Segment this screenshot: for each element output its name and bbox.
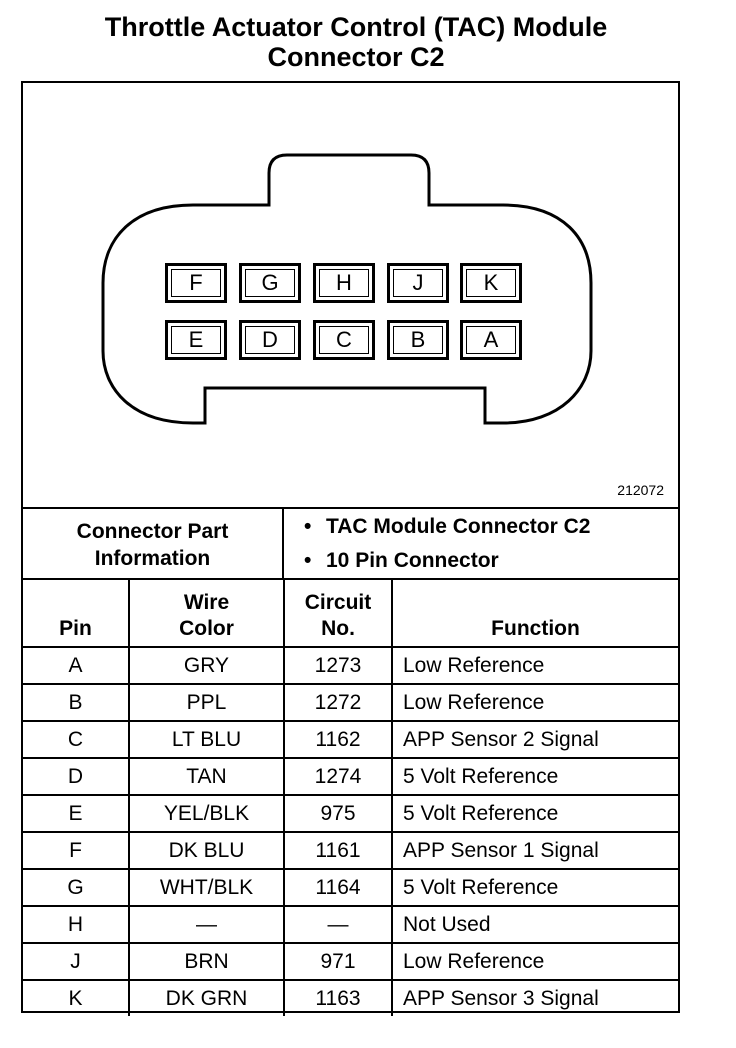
pin-cell: F <box>23 831 130 870</box>
wire-color-cell: DK GRN <box>128 979 285 1016</box>
header-circuit-line-2: No. <box>321 617 355 640</box>
pin-cell: H <box>23 905 130 944</box>
connector-pin-cavity: A <box>460 320 522 360</box>
circuit-cell: 1161 <box>283 831 393 870</box>
connector-info-label-line-2: Information <box>94 546 211 570</box>
title-line-1: Throttle Actuator Control (TAC) Module <box>104 12 608 42</box>
pinout-header-row: Pin Wire Color Circuit No. Function <box>23 578 678 648</box>
connector-info-list: • TAC Module Connector C2 • 10 Pin Conne… <box>284 509 678 580</box>
header-function: Function <box>391 578 678 648</box>
connector-info-item: • TAC Module Connector C2 <box>304 515 591 539</box>
pin-cell: E <box>23 794 130 833</box>
circuit-cell: 1164 <box>283 868 393 907</box>
function-cell: 5 Volt Reference <box>391 868 678 907</box>
pin-cell: C <box>23 720 130 759</box>
circuit-cell: 1274 <box>283 757 393 796</box>
header-wire-color-line-2: Color <box>179 617 234 640</box>
figure-id: 212072 <box>617 482 664 498</box>
wire-color-cell: BRN <box>128 942 285 981</box>
connector-pin-cavity: E <box>165 320 227 360</box>
wire-color-cell: YEL/BLK <box>128 794 285 833</box>
wire-color-cell: — <box>128 905 285 944</box>
circuit-cell: 971 <box>283 942 393 981</box>
function-cell: Not Used <box>391 905 678 944</box>
header-wire-color: Wire Color <box>128 578 285 648</box>
connector-info-label-line-1: Connector Part <box>76 519 229 543</box>
header-wire-color-line-1: Wire <box>183 591 230 614</box>
wire-color-cell: TAN <box>128 757 285 796</box>
wire-color-cell: LT BLU <box>128 720 285 759</box>
function-cell: Low Reference <box>391 942 678 981</box>
circuit-cell: — <box>283 905 393 944</box>
pin-cell: G <box>23 868 130 907</box>
header-circuit-no: Circuit No. <box>283 578 393 648</box>
function-cell: APP Sensor 3 Signal <box>391 979 678 1016</box>
connector-info-label: Connector Part Information <box>23 509 284 580</box>
circuit-cell: 1272 <box>283 683 393 722</box>
wire-color-cell: DK BLU <box>128 831 285 870</box>
pin-cell: K <box>23 979 130 1016</box>
bullet: • <box>304 549 312 572</box>
connector-info-item: • 10 Pin Connector <box>304 549 499 573</box>
connector-pin-cavity: J <box>387 263 449 303</box>
circuit-cell: 1273 <box>283 646 393 685</box>
wire-color-cell: WHT/BLK <box>128 868 285 907</box>
function-cell: Low Reference <box>391 646 678 685</box>
pin-cell: D <box>23 757 130 796</box>
connector-info-text: 10 Pin Connector <box>326 549 499 572</box>
function-cell: Low Reference <box>391 683 678 722</box>
connector-part-information: Connector Part Information • TAC Module … <box>23 507 678 580</box>
function-cell: APP Sensor 1 Signal <box>391 831 678 870</box>
bullet: • <box>304 515 312 538</box>
connector-pin-cavity: B <box>387 320 449 360</box>
connector-pin-cavity: K <box>460 263 522 303</box>
circuit-cell: 975 <box>283 794 393 833</box>
connector-pin-cavity: G <box>239 263 301 303</box>
function-cell: 5 Volt Reference <box>391 794 678 833</box>
header-pin: Pin <box>23 578 130 648</box>
pin-cell: J <box>23 942 130 981</box>
page-title: Throttle Actuator Control (TAC) Module C… <box>0 12 712 72</box>
circuit-cell: 1163 <box>283 979 393 1016</box>
connector-pin-cavity: H <box>313 263 375 303</box>
pin-cell: A <box>23 646 130 685</box>
title-line-2: Connector C2 <box>267 42 445 72</box>
function-cell: 5 Volt Reference <box>391 757 678 796</box>
connector-pin-cavity: C <box>313 320 375 360</box>
connector-info-text: TAC Module Connector C2 <box>326 515 591 538</box>
connector-outline <box>101 153 593 425</box>
connector-pin-cavity: F <box>165 263 227 303</box>
pin-cell: B <box>23 683 130 722</box>
wire-color-cell: PPL <box>128 683 285 722</box>
connector-pin-cavity: D <box>239 320 301 360</box>
circuit-cell: 1162 <box>283 720 393 759</box>
function-cell: APP Sensor 2 Signal <box>391 720 678 759</box>
header-circuit-line-1: Circuit <box>304 591 372 614</box>
wire-color-cell: GRY <box>128 646 285 685</box>
table-row: H——Not Used <box>23 905 678 944</box>
